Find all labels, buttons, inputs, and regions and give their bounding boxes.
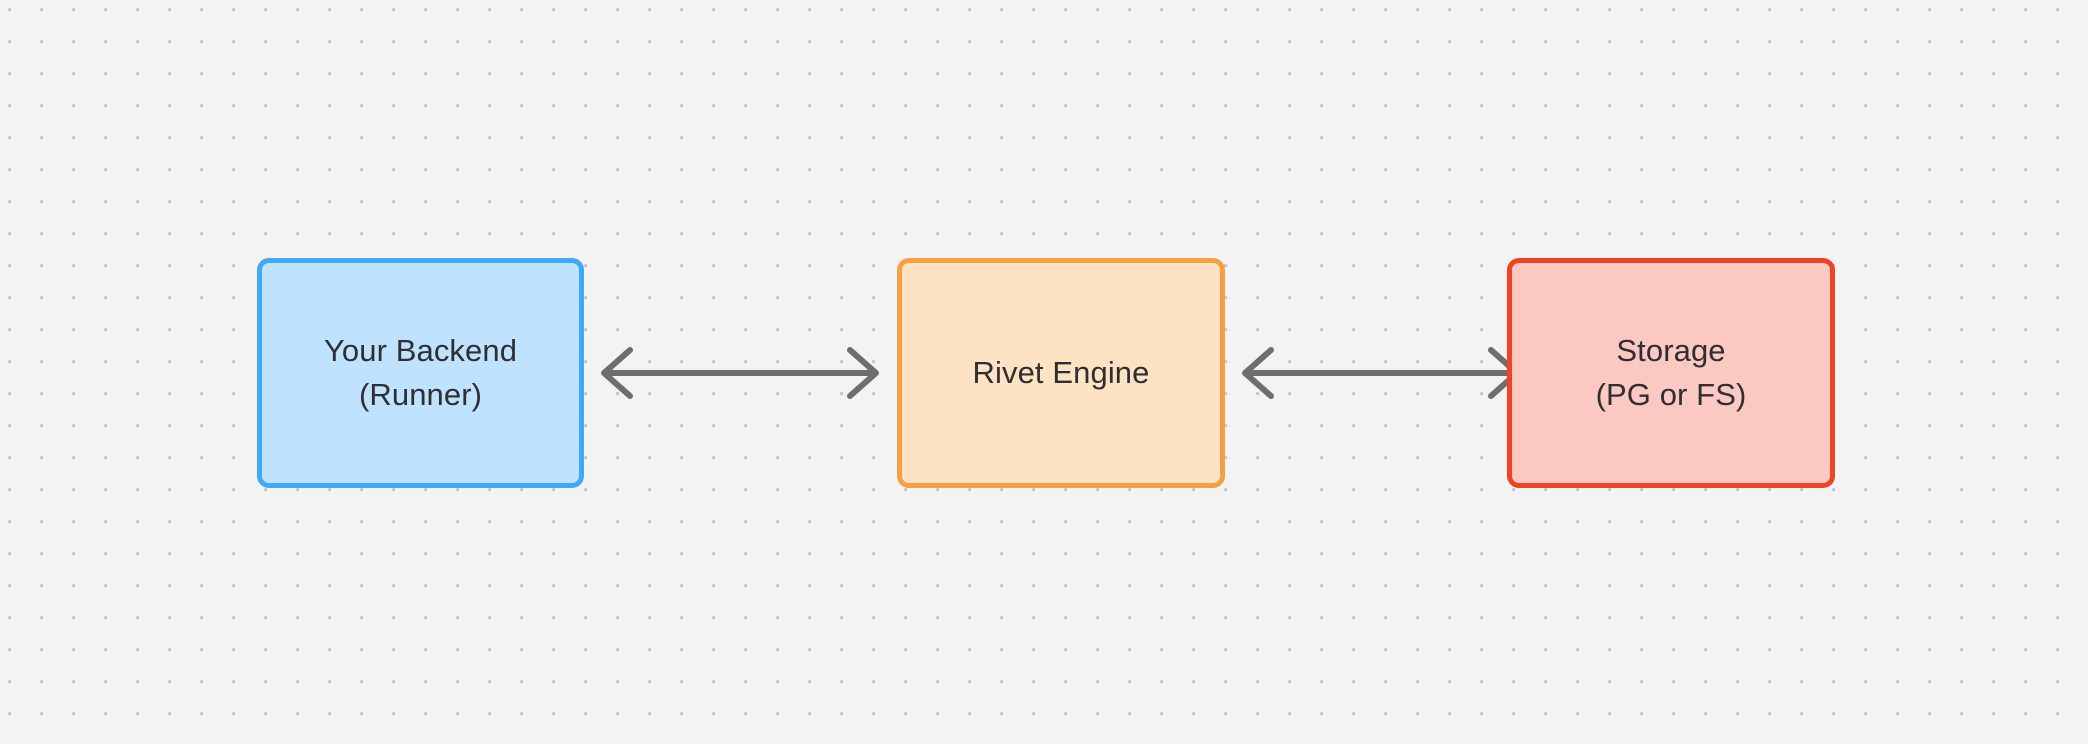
node-your-backend-label-line-1: Your Backend (323, 333, 518, 368)
arrowhead-left-icon (601, 347, 633, 399)
edge-backend-to-engine[interactable] (590, 338, 890, 408)
node-storage-label-line-2: (PG or FS) (1595, 377, 1747, 412)
arrowhead-left-icon (1242, 347, 1274, 399)
edge-engine-to-storage[interactable] (1231, 338, 1531, 408)
node-storage-label-line-1: Storage (1616, 333, 1726, 368)
node-your-backend[interactable]: Your Backend (Runner) (257, 258, 584, 488)
node-rivet-engine[interactable]: Rivet Engine (897, 258, 1225, 488)
node-storage[interactable]: Storage (PG or FS) (1507, 258, 1835, 488)
arrowhead-right-icon (847, 347, 879, 399)
node-rivet-engine-label-line-1: Rivet Engine (972, 355, 1150, 390)
node-your-backend-label-line-2: (Runner) (358, 377, 483, 412)
